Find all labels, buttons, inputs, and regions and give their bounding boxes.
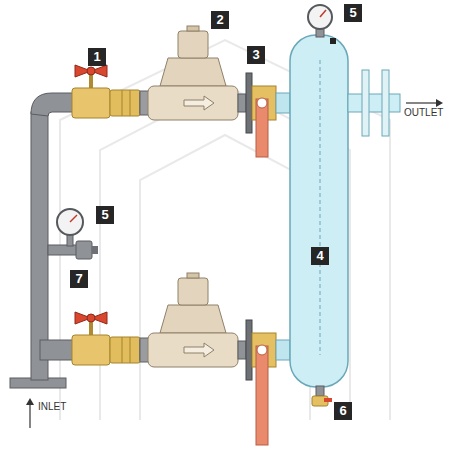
flow-label: OUTLET — [404, 107, 443, 118]
outlet-flange — [362, 70, 369, 136]
callout-number: 5 — [96, 206, 114, 224]
callout-number: 2 — [211, 11, 229, 29]
gauge-needle — [320, 10, 326, 17]
callout-number: 5 — [344, 4, 362, 22]
outlet-pipe — [348, 94, 400, 112]
drain-handle — [324, 398, 332, 402]
gauge-needle — [70, 215, 77, 222]
pressure-regulator — [140, 273, 238, 367]
callout-number: 3 — [247, 46, 265, 64]
lever-rod — [256, 99, 268, 157]
callout-number: 4 — [311, 247, 329, 265]
outlet-arrow — [406, 102, 436, 103]
cock-handle — [92, 246, 98, 254]
watermark-house — [140, 135, 310, 420]
branch-pipe — [40, 340, 74, 360]
lever-pivot — [257, 98, 267, 108]
dip-tube — [320, 60, 321, 355]
callout-number: 7 — [70, 270, 88, 288]
lever-rod — [256, 346, 268, 445]
pressure-regulator — [140, 26, 238, 120]
pipe-elbow — [31, 93, 74, 116]
outlet-flange — [382, 70, 389, 136]
drain-stem — [316, 386, 324, 396]
callout-number: 1 — [88, 48, 106, 66]
arrow-head — [26, 398, 34, 405]
flow-label: INLET — [38, 401, 66, 412]
vent-plug — [330, 38, 336, 44]
arrow-head — [436, 99, 443, 107]
inlet-arrow — [29, 404, 30, 428]
callout-number: 6 — [334, 402, 352, 420]
lever-pivot — [257, 345, 267, 355]
pressure-gauge — [57, 209, 83, 235]
gauge-cock — [76, 241, 92, 259]
pressure-gauge — [308, 5, 332, 29]
separator-tank — [290, 35, 348, 387]
